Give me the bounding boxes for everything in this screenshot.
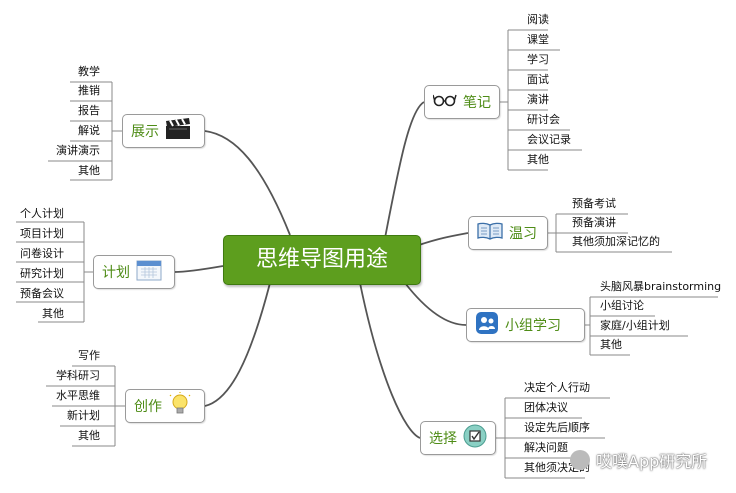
leaf-item: 解决问题 xyxy=(524,441,568,454)
leaf-item: 报告 xyxy=(78,104,100,117)
leaf-item: 其他 xyxy=(78,164,100,177)
leaf-item: 面试 xyxy=(527,73,549,86)
leaf-item: 研讨会 xyxy=(527,113,560,126)
topic-label: 选择 xyxy=(429,431,457,447)
leaf-item: 设定先后顺序 xyxy=(524,421,590,434)
watermark-text: 哎噗App研究所 xyxy=(596,452,708,471)
leaf-item: 其他须加深记忆的 xyxy=(572,235,660,248)
watermark: 哎噗App研究所 xyxy=(570,448,707,472)
link-xiaozu xyxy=(404,282,467,326)
link-zhanshi xyxy=(204,130,291,236)
clapperboard-icon xyxy=(165,118,191,144)
leaf-item: 预备演讲 xyxy=(572,216,616,229)
link-chuangzuo xyxy=(204,282,271,407)
leaf-item: 水平思维 xyxy=(56,389,100,402)
leaf-line-xuanze xyxy=(496,397,610,479)
leaf-item: 演讲演示 xyxy=(56,144,100,157)
leaf-line-xiaozu xyxy=(585,296,718,356)
topic-label: 计划 xyxy=(102,265,130,281)
leaf-item: 问卷设计 xyxy=(20,247,64,260)
watermark-logo-icon xyxy=(570,450,590,470)
topic-wenxi[interactable]: 温习 xyxy=(468,216,548,250)
leaf-item: 其他 xyxy=(527,153,549,166)
link-wenxi xyxy=(418,232,469,246)
leaf-line-chuangzuo xyxy=(46,365,125,447)
leaf-item: 预备考试 xyxy=(572,197,616,210)
leaf-item: 预备会议 xyxy=(20,287,64,300)
topic-xiaozu[interactable]: 小组学习 xyxy=(466,308,585,342)
leaf-item: 解说 xyxy=(78,124,100,137)
leaf-item: 研究计划 xyxy=(20,267,64,280)
link-jihua xyxy=(174,265,224,273)
topic-xuanze[interactable]: 选择 xyxy=(420,421,496,455)
topic-label: 笔记 xyxy=(463,95,491,111)
leaf-item: 其他 xyxy=(78,429,100,442)
leaf-item: 推销 xyxy=(78,84,100,97)
book-icon xyxy=(477,222,503,244)
leaf-item: 会议记录 xyxy=(527,133,571,146)
topic-zhanshi[interactable]: 展示 xyxy=(122,114,205,148)
leaf-item: 其他 xyxy=(600,338,622,351)
leaf-line-wenxi xyxy=(548,213,672,253)
leaf-item: 项目计划 xyxy=(20,227,64,240)
leaf-item: 团体决议 xyxy=(524,401,568,414)
topic-label: 展示 xyxy=(131,124,159,140)
group-icon xyxy=(475,311,499,339)
glasses-icon xyxy=(432,90,457,114)
topic-label: 小组学习 xyxy=(505,318,561,334)
link-xuanze xyxy=(359,282,421,439)
leaf-item: 决定个人行动 xyxy=(524,381,590,394)
leaf-item: 阅读 xyxy=(527,13,549,26)
central-topic[interactable]: 思维导图用途 xyxy=(223,235,421,285)
leaf-item: 演讲 xyxy=(527,93,549,106)
leaf-line-zhanshi xyxy=(48,81,122,181)
calendar-icon xyxy=(136,259,162,285)
leaf-item: 个人计划 xyxy=(20,207,64,220)
lightbulb-icon xyxy=(168,392,192,420)
topic-label: 温习 xyxy=(509,226,537,242)
leaf-item: 其他 xyxy=(42,307,64,320)
topic-biji[interactable]: 笔记 xyxy=(424,85,500,119)
topic-chuangzuo[interactable]: 创作 xyxy=(125,389,205,423)
leaf-item: 写作 xyxy=(78,349,100,362)
leaf-item: 头脑风暴brainstorming xyxy=(600,280,722,293)
leaf-item: 学科研习 xyxy=(56,369,100,382)
leaf-item: 教学 xyxy=(78,65,100,78)
leaf-line-jihua xyxy=(16,221,93,323)
leaf-line-biji xyxy=(500,29,582,171)
link-biji xyxy=(384,101,425,239)
topic-label: 创作 xyxy=(134,399,162,415)
topic-jihua[interactable]: 计划 xyxy=(93,255,175,289)
leaf-item: 新计划 xyxy=(67,409,100,422)
leaf-item: 小组讨论 xyxy=(600,299,644,312)
leaf-item: 课堂 xyxy=(527,33,549,46)
leaf-item: 学习 xyxy=(527,53,549,66)
leaf-item: 家庭/小组计划 xyxy=(600,319,670,332)
checkbox-icon xyxy=(463,424,487,452)
